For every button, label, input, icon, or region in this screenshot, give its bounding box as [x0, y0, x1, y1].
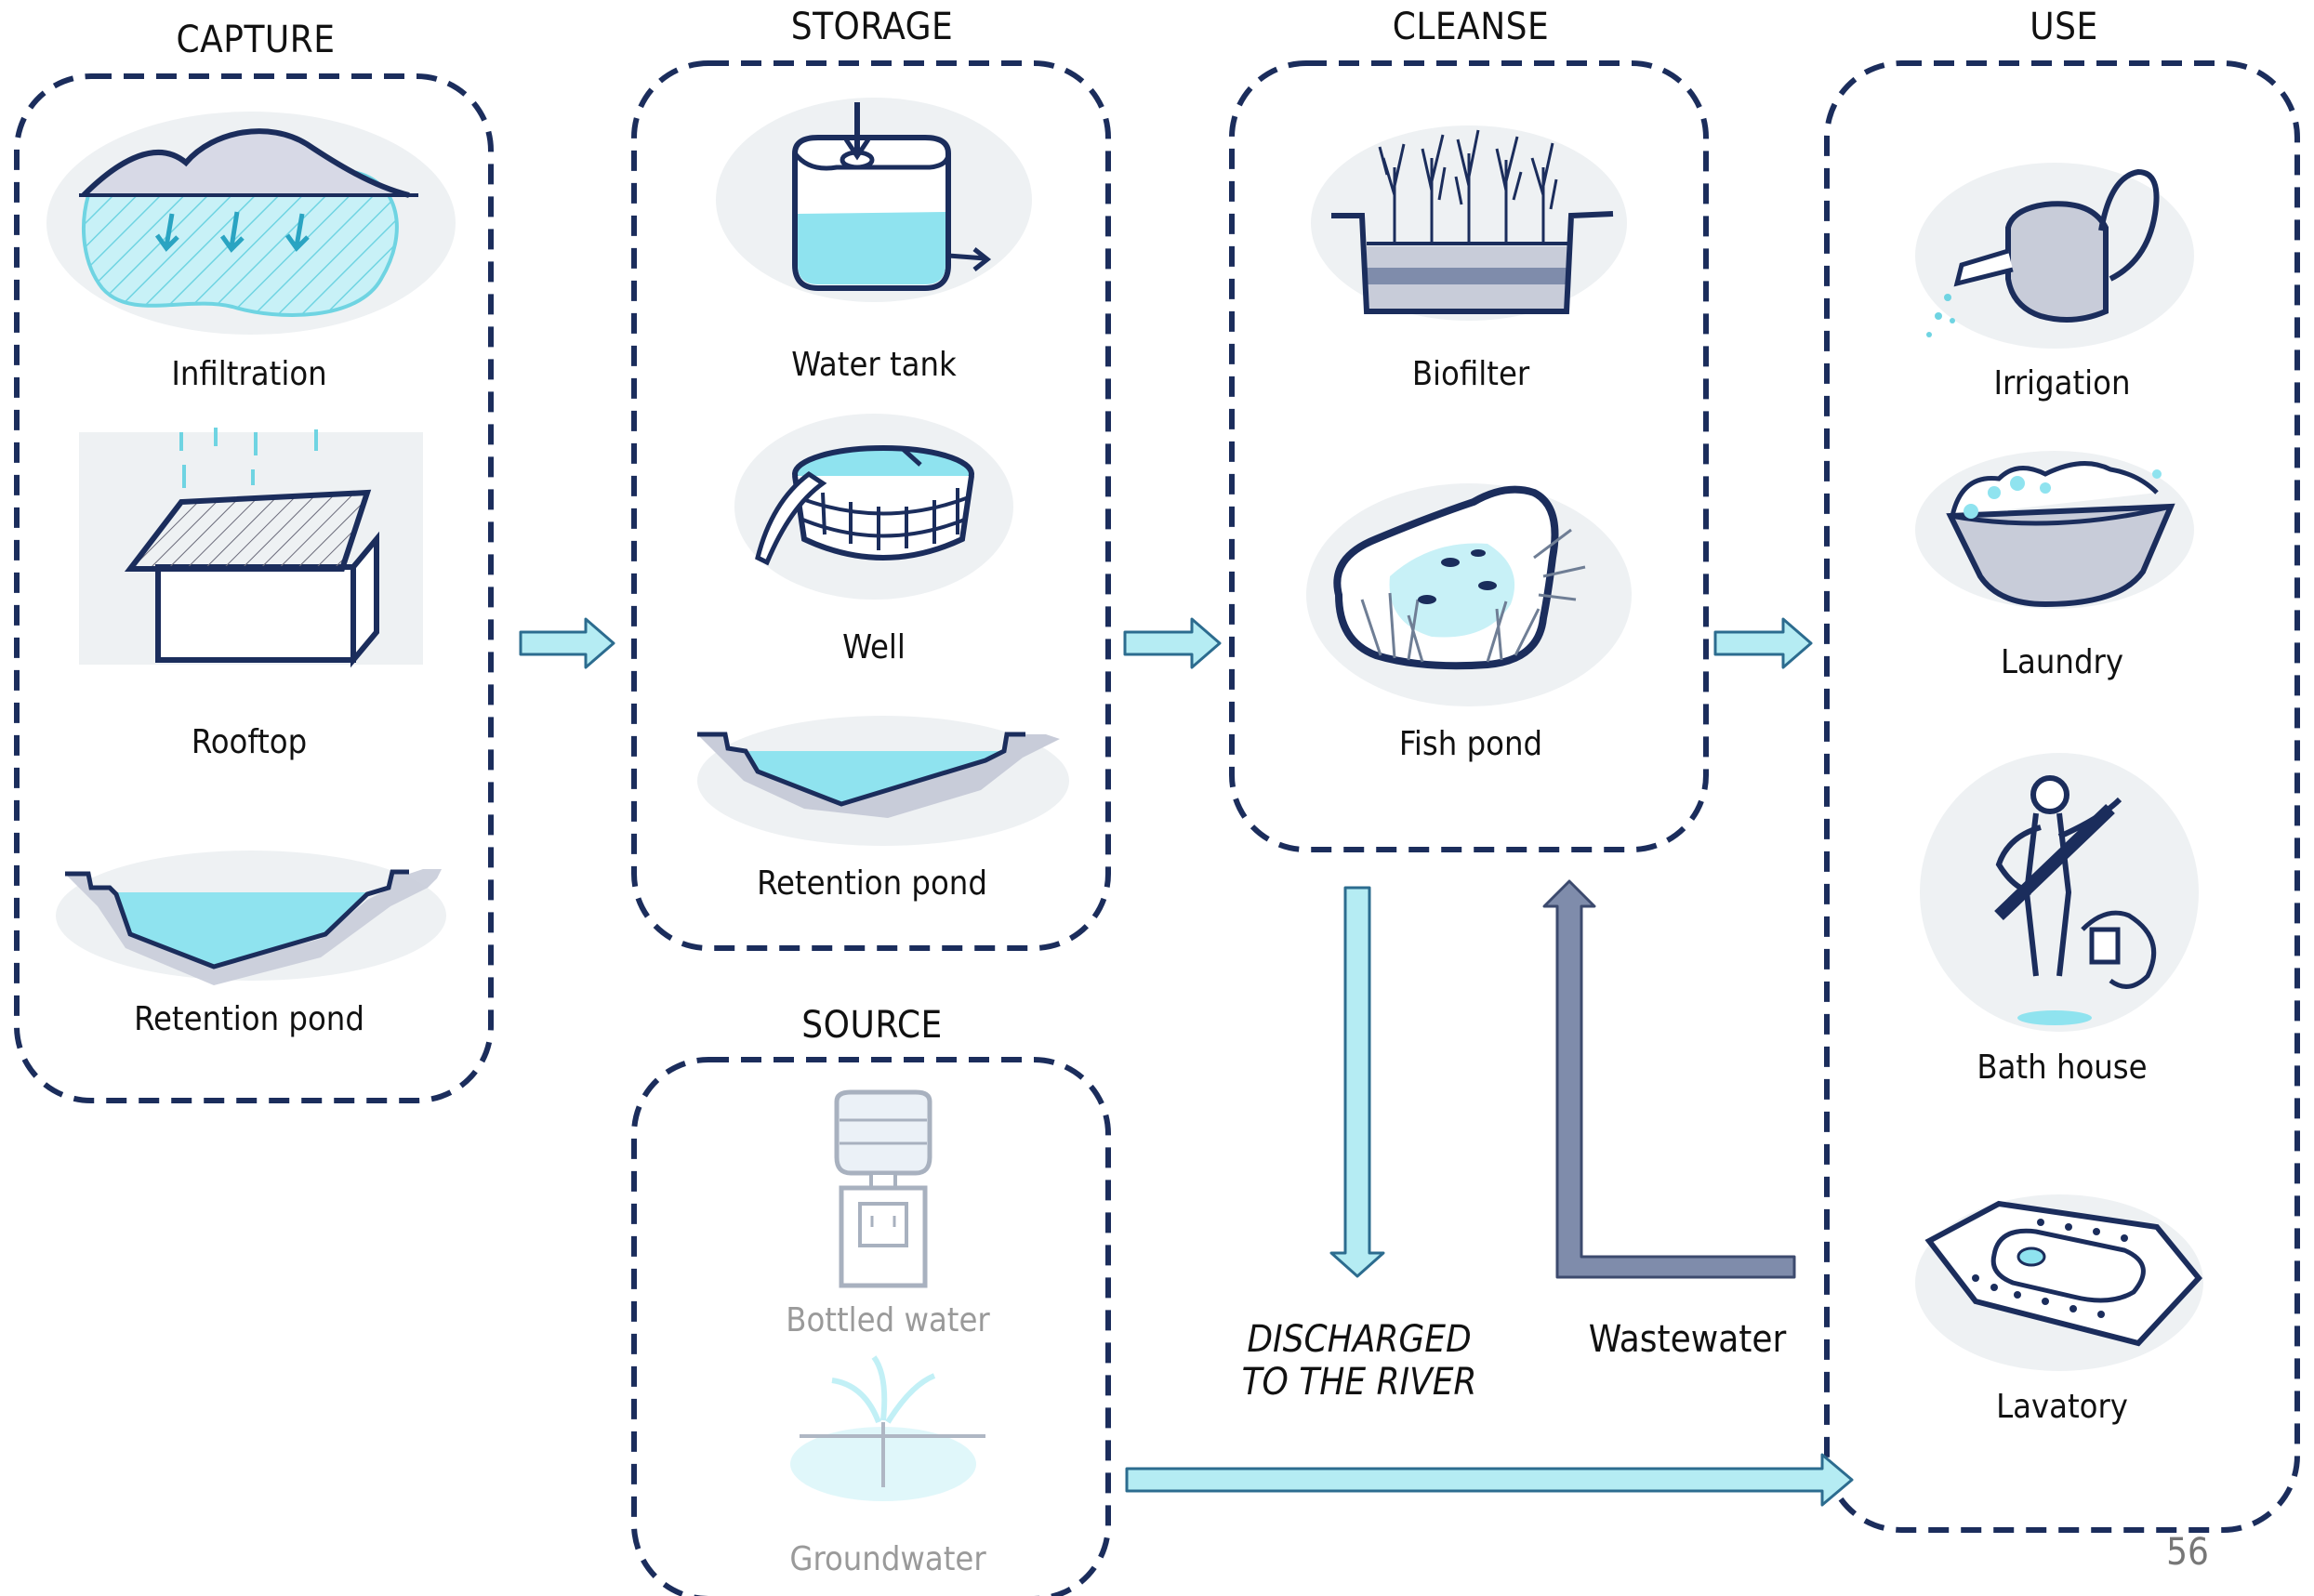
discharge-label-line2: TO THE RIVER: [1241, 1361, 1477, 1404]
wastewater-label: Wastewater: [1588, 1318, 1787, 1361]
storage-title: STORAGE: [790, 6, 954, 48]
watering-can-icon: [1915, 163, 2194, 349]
source-item-bottled-water-label: Bottled water: [786, 1301, 990, 1339]
source-item-groundwater-label: Groundwater: [789, 1540, 986, 1578]
cleanse-title: CLEANSE: [1392, 6, 1550, 48]
arrow-discharge-down: [1329, 886, 1385, 1278]
arrow-storage-to-cleanse: [1123, 617, 1222, 669]
discharge-label-line1: DISCHARGED: [1247, 1318, 1472, 1361]
laundry-basin-icon: [1915, 451, 2194, 609]
cleanse-box: [1229, 60, 1709, 852]
capture-box: [14, 73, 494, 1103]
water-tank-icon: [716, 98, 1032, 302]
bathing-person-icon: [1920, 753, 2199, 1032]
arrow-cleanse-to-use: [1713, 617, 1813, 669]
capture-title: CAPTURE: [176, 19, 336, 61]
squat-toilet-icon: [1915, 1194, 2203, 1371]
biofilter-icon: [1311, 125, 1627, 321]
storage-box: [631, 60, 1111, 951]
capture-item-rooftop-label: Rooftop: [191, 723, 308, 761]
water-dispenser-icon: [834, 1089, 932, 1288]
cleanse-item-biofilter-label: Biofilter: [1411, 355, 1530, 393]
infiltration-icon: [46, 112, 456, 335]
capture-item-retention-pond-label: Retention pond: [134, 1000, 364, 1038]
discharge-label: DISCHARGED TO THE RIVER: [1242, 1318, 1477, 1404]
well-icon: [734, 414, 1013, 600]
retention-pond-icon: [56, 851, 446, 985]
rooftop-icon: [79, 428, 423, 668]
use-box: [1824, 60, 2300, 1533]
arrow-source-to-use: [1125, 1453, 1854, 1507]
fish-pond-icon: [1306, 483, 1632, 706]
arrow-capture-to-storage: [519, 617, 615, 669]
source-title: SOURCE: [801, 1004, 943, 1047]
use-item-lavatory-label: Lavatory: [1996, 1388, 2128, 1426]
source-box: [631, 1057, 1111, 1596]
capture-item-infiltration-label: Infiltration: [171, 355, 327, 393]
cleanse-item-fish-pond-label: Fish pond: [1398, 725, 1543, 763]
storage-item-water-tank-label: Water tank: [791, 346, 957, 384]
use-item-irrigation-label: Irrigation: [1993, 364, 2131, 402]
retention-pond-icon: [697, 716, 1069, 846]
storage-item-well-label: Well: [842, 628, 906, 666]
storage-item-retention-pond-label: Retention pond: [757, 864, 987, 903]
groundwater-icon: [790, 1355, 985, 1501]
use-item-bath-house-label: Bath house: [1977, 1049, 2148, 1087]
use-item-laundry-label: Laundry: [2001, 643, 2123, 681]
use-title: USE: [2030, 6, 2098, 48]
arrow-wastewater-return: [1542, 879, 1796, 1279]
page-number: 56: [2166, 1531, 2209, 1574]
